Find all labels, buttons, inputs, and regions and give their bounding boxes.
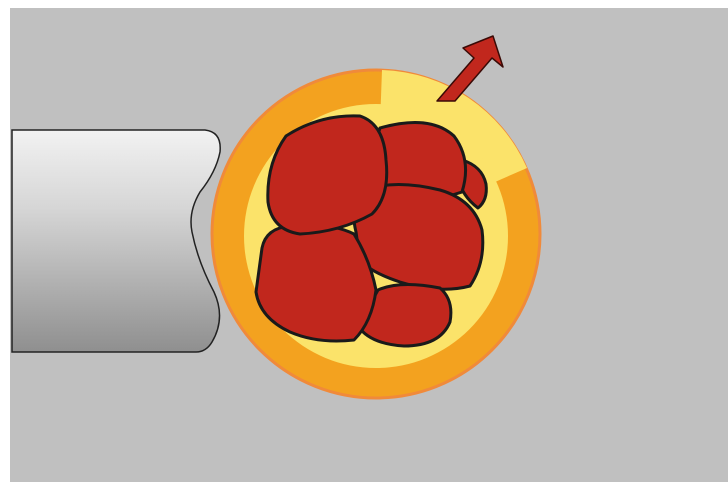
- embryo-cell: [266, 114, 389, 236]
- embryo-cells: [254, 114, 488, 348]
- holding-pipette: [11, 129, 221, 353]
- embryo-cell: [356, 283, 453, 348]
- hatching-arrow: [436, 35, 504, 102]
- embryo-cell: [254, 223, 378, 343]
